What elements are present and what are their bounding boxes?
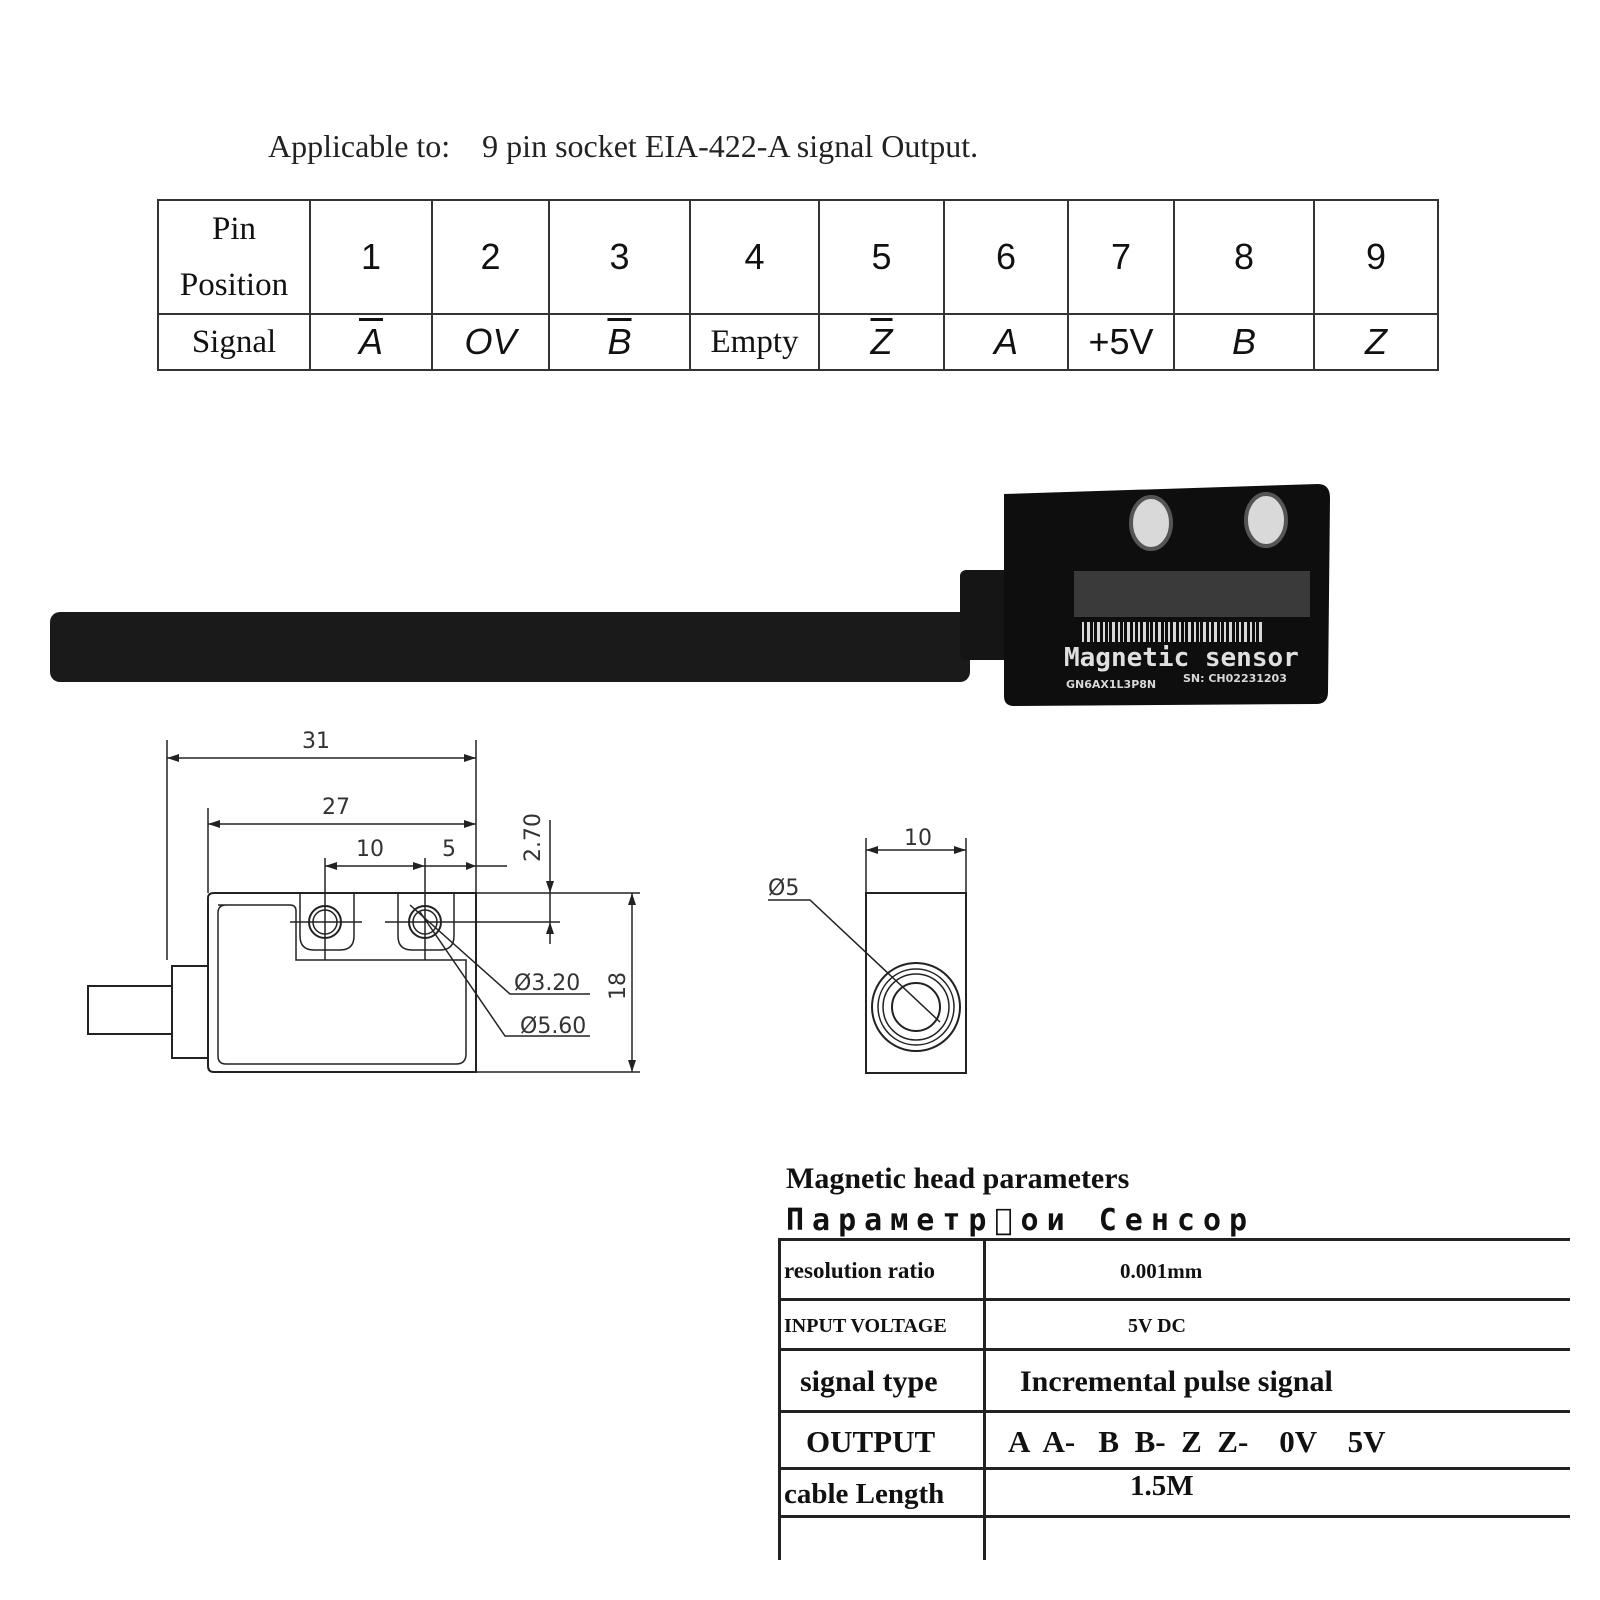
signal-value: A <box>943 313 1069 371</box>
param-row: OUTPUT A A- B B- Z Z- 0V 5V <box>778 1410 1570 1470</box>
front-view-drawing: 31 27 10 5 2.70 18 Ø3.20 Ø5.60 <box>87 729 640 1073</box>
params-table: resolution ratio 0.001mm INPUT VOLTAGE 5… <box>778 1238 1570 1560</box>
applicable-value: 9 pin socket EIA-422-A signal Output. <box>482 128 979 164</box>
side-view-drawing: 10 Ø5 <box>768 826 967 1074</box>
signal-value: A <box>309 313 433 371</box>
params-subtitle: Параметр ои Сенсор <box>786 1203 1256 1238</box>
pin-number: 8 <box>1173 199 1315 315</box>
param-row: INPUT VOLTAGE 5V DC <box>778 1298 1570 1351</box>
param-label: signal type <box>800 1365 938 1398</box>
sensor-serial-text: SN: CH02231203 <box>1183 672 1287 685</box>
param-value: 0.001mm <box>1120 1258 1203 1283</box>
param-value: A A- B B- Z Z- 0V 5V <box>1008 1423 1386 1459</box>
redacted-label <box>1074 571 1310 617</box>
param-value: 1.5M <box>1130 1470 1194 1502</box>
cable-gland-outline <box>171 965 209 1059</box>
param-row: signal type Incremental pulse signal <box>778 1348 1570 1413</box>
pin-number: 3 <box>548 199 691 315</box>
sensor-model-text: GN6AX1L3P8N <box>1066 678 1156 691</box>
side-hole-outer <box>871 962 961 1052</box>
pin-number: 1 <box>309 199 433 315</box>
cable-stub-outline <box>87 985 173 1035</box>
dim-27: 27 <box>322 795 350 820</box>
signal-value: Z <box>1313 313 1439 371</box>
mount-hole-icon <box>1244 492 1288 548</box>
body-inner-outline <box>217 904 467 1065</box>
param-value <box>990 1518 1560 1563</box>
side-dim-dia-5: Ø5 <box>768 876 799 901</box>
side-body-outline <box>865 892 967 1074</box>
applicable-line: Applicable to: 9 pin socket EIA-422-A si… <box>268 128 978 165</box>
pin-number: 6 <box>943 199 1069 315</box>
param-label <box>784 1518 982 1563</box>
signal-header: Signal <box>157 313 311 371</box>
param-row: cable Length 1.5M <box>778 1467 1570 1518</box>
signal-value: OV <box>431 313 550 371</box>
side-hole-inner <box>891 982 941 1032</box>
param-label: INPUT VOLTAGE <box>784 1314 947 1337</box>
pin-number: 4 <box>689 199 820 315</box>
cable-strain-relief <box>960 570 1010 660</box>
dim-31: 31 <box>302 729 330 754</box>
side-dim-10: 10 <box>904 826 932 851</box>
pin-number: 9 <box>1313 199 1439 315</box>
param-value: 5V DC <box>1128 1314 1186 1337</box>
dim-dia-3-20: Ø3.20 <box>514 971 580 996</box>
signal-value: Empty <box>689 313 820 371</box>
sensor-photo: Magnetic sensor GN6AX1L3P8N SN: CH022312… <box>50 484 1330 706</box>
dim-10: 10 <box>356 837 384 862</box>
barcode-icon <box>1082 622 1262 642</box>
param-label: resolution ratio <box>784 1258 935 1283</box>
signal-value: Z <box>818 313 945 371</box>
cable <box>50 612 970 682</box>
param-label: OUTPUT <box>806 1423 936 1459</box>
dim-2-70: 2.70 <box>521 813 546 862</box>
pin-number: 2 <box>431 199 550 315</box>
mount-hole-icon <box>1129 495 1173 551</box>
pin-number: 5 <box>818 199 945 315</box>
sensor-label-text: Magnetic sensor <box>1064 643 1299 673</box>
dim-dia-5-60: Ø5.60 <box>520 1014 586 1039</box>
params-title: Magnetic head parameters <box>786 1162 1130 1195</box>
body-outline <box>207 892 477 1073</box>
signal-value: B <box>548 313 691 371</box>
param-row: resolution ratio 0.001mm <box>778 1238 1570 1301</box>
dim-5: 5 <box>442 837 456 862</box>
pin-table: Pin Position 1 2 3 4 5 6 7 8 9 Signal A … <box>157 199 1439 371</box>
param-label: cable Length <box>784 1477 945 1510</box>
dim-18: 18 <box>606 972 631 1000</box>
applicable-label: Applicable to: <box>268 128 451 164</box>
pin-number: 7 <box>1067 199 1175 315</box>
signal-value: B <box>1173 313 1315 371</box>
pin-position-header: Pin Position <box>157 199 311 315</box>
param-row <box>778 1515 1570 1563</box>
signal-value: +5V <box>1067 313 1175 371</box>
param-value: Incremental pulse signal <box>1020 1365 1333 1398</box>
